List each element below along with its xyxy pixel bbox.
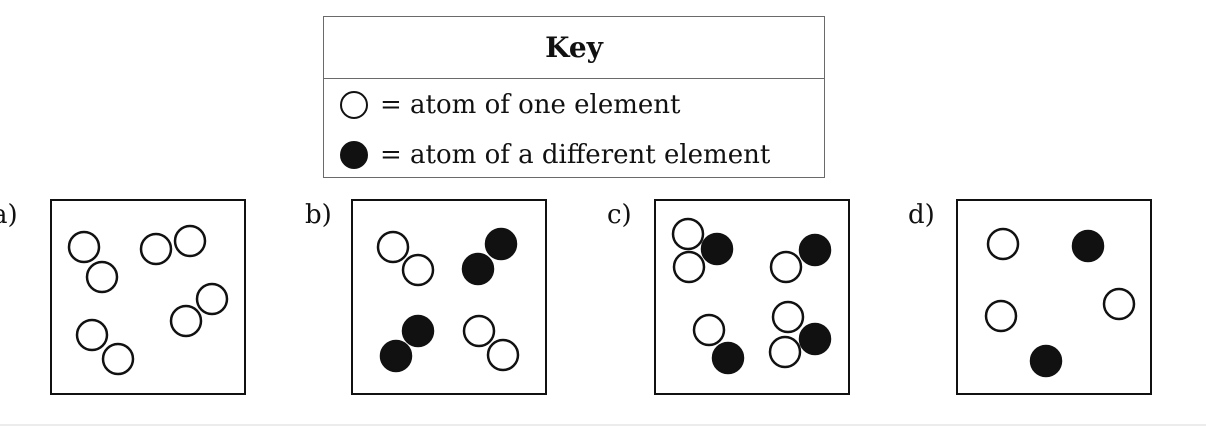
black-atom-4: [461, 252, 494, 285]
white-atom-4: [1102, 287, 1135, 320]
black-atom-circle-icon: [340, 141, 368, 169]
panel-a-box: [50, 199, 246, 395]
white-atom-2: [401, 253, 434, 286]
black-atom-4: [798, 233, 831, 266]
white-atom-1: [986, 227, 1019, 260]
white-atom-10: [768, 335, 801, 368]
black-atom-6: [379, 339, 412, 372]
panel-c-atoms: [671, 217, 831, 374]
white-atom-5: [769, 250, 802, 283]
white-atom-2: [85, 260, 118, 293]
white-atom-4: [173, 224, 206, 257]
white-atom-7: [462, 314, 495, 347]
white-atom-6: [195, 282, 228, 315]
key-row-white: = atom of one element: [340, 87, 681, 123]
white-atom-6: [692, 313, 725, 346]
key-title: Key: [324, 17, 824, 79]
white-atom-1: [67, 230, 100, 263]
white-atom-circle-icon: [340, 91, 368, 119]
key-row-black: = atom of a different element: [340, 137, 770, 173]
white-atom-1: [671, 217, 704, 250]
black-atom-2: [700, 232, 733, 265]
white-atom-3: [139, 232, 172, 265]
white-atom-1: [376, 230, 409, 263]
black-atom-7: [711, 341, 744, 374]
black-atom-2: [1071, 229, 1104, 262]
white-atom-8: [101, 342, 134, 375]
white-atom-3: [672, 250, 705, 283]
white-atom-8: [771, 300, 804, 333]
black-atom-9: [798, 322, 831, 355]
bottom-divider: [0, 424, 1206, 426]
white-atom-8: [486, 338, 519, 371]
panel-c-box: [654, 199, 850, 395]
panel-c-label: c): [607, 200, 632, 230]
white-atom-7: [75, 318, 108, 351]
panel-b-box: [351, 199, 547, 395]
white-atom-5: [169, 304, 202, 337]
key-black-label: = atom of a different element: [380, 140, 771, 170]
panel-b-atoms: [376, 227, 519, 372]
panel-d-box: [956, 199, 1152, 395]
black-atom-3: [484, 227, 517, 260]
key-white-label: = atom of one element: [380, 90, 681, 120]
panel-a-label: a): [0, 200, 18, 230]
panel-b-label: b): [305, 200, 332, 230]
white-atom-3: [984, 299, 1017, 332]
panel-d-label: d): [908, 200, 935, 230]
black-atom-5: [1029, 344, 1062, 377]
key-box: Key = atom of one element = atom of a di…: [323, 16, 825, 178]
panel-d-atoms: [984, 227, 1135, 377]
panel-a-atoms: [67, 224, 228, 375]
black-atom-5: [401, 314, 434, 347]
